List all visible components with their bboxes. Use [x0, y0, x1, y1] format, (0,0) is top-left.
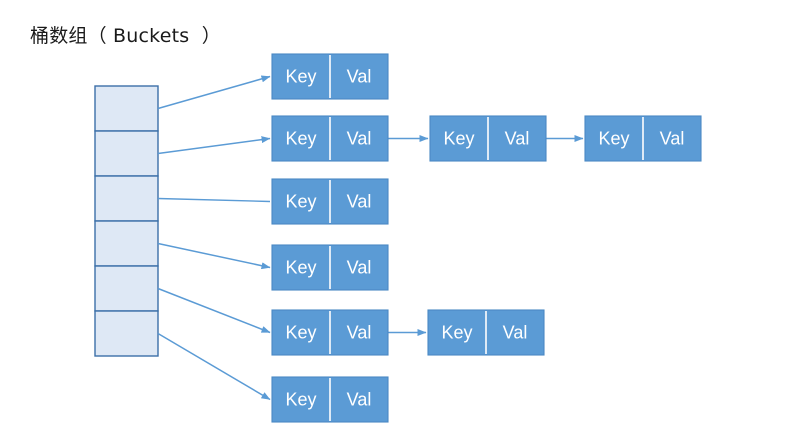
bucket-cell-3[interactable]: [94, 220, 159, 267]
node-val-label: Val: [347, 389, 372, 409]
bucket-to-chain-arrow-3: [157, 242, 271, 270]
bucket-array: [94, 85, 159, 357]
node-key-label: Key: [598, 128, 629, 148]
chain-node-4-0[interactable]: Key Val: [271, 309, 389, 356]
node-key-label: Key: [285, 128, 316, 148]
bucket-to-chain-arrow-4: [157, 287, 271, 334]
chain-node-1-0[interactable]: Key Val: [271, 115, 389, 162]
node-val-label: Val: [347, 257, 372, 277]
chain-node-0-0[interactable]: Key Val: [271, 53, 389, 100]
bucket-cell-4[interactable]: [94, 265, 159, 312]
bucket-to-chain-arrow-0: [157, 75, 271, 110]
node-key-label: Key: [285, 66, 316, 86]
bucket-to-chain-arrow-1: [157, 136, 271, 155]
chain-node-3-0[interactable]: Key Val: [271, 244, 389, 291]
node-key-label: Key: [285, 257, 316, 277]
node-val-label: Val: [503, 322, 528, 342]
node-val-label: Val: [347, 191, 372, 211]
node-key-label: Key: [285, 191, 316, 211]
node-val-label: Val: [347, 322, 372, 342]
bucket-cell-2[interactable]: [94, 175, 159, 222]
chain-node-1-1[interactable]: Key Val: [429, 115, 547, 162]
node-key-label: Key: [443, 128, 474, 148]
node-key-label: Key: [285, 389, 316, 409]
bucket-cell-1[interactable]: [94, 130, 159, 177]
page-title: 桶数组（ Buckets ）: [30, 25, 222, 47]
chain-node-4-1[interactable]: Key Val: [427, 309, 545, 356]
node-val-label: Val: [660, 128, 685, 148]
node-val-label: Val: [347, 66, 372, 86]
chain-node-1-2[interactable]: Key Val: [584, 115, 702, 162]
node-key-label: Key: [441, 322, 472, 342]
node-key-label: Key: [285, 322, 316, 342]
connector-lines: [157, 75, 584, 401]
bucket-to-chain-arrow-2: [157, 197, 271, 203]
chain-node-2-0[interactable]: Key Val: [271, 178, 389, 225]
bucket-cell-5[interactable]: [94, 310, 159, 357]
bucket-cell-0[interactable]: [94, 85, 159, 132]
chain-node-5-0[interactable]: Key Val: [271, 376, 389, 423]
node-val-label: Val: [347, 128, 372, 148]
bucket-to-chain-arrow-5: [157, 332, 271, 401]
node-val-label: Val: [505, 128, 530, 148]
